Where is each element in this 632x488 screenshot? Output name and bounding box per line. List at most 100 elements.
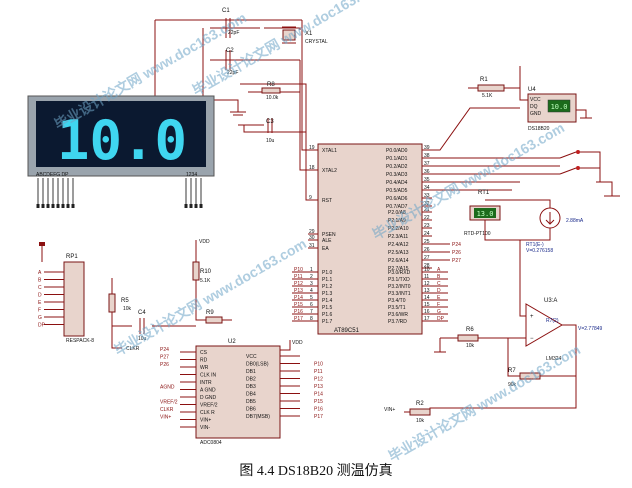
rp1-net-label: C: [38, 285, 42, 291]
display-segment-pins: ABCDEFG DP: [36, 172, 69, 178]
mcu-pin-num: 35: [424, 177, 430, 183]
mcu-net-label: P10: [294, 267, 303, 273]
c1-ref: C1: [222, 8, 230, 14]
mcu-pin-label: P3.5/T1: [388, 305, 406, 311]
u4-part: DS18B20: [528, 126, 550, 132]
display-digit-pin-end: [189, 204, 193, 208]
mcu-pin-num: 16: [424, 309, 430, 315]
adc-net-label: P27: [160, 355, 169, 361]
display-seg-pin-end: [46, 204, 50, 208]
mcu-pin-label: P2.6/A14: [388, 258, 409, 264]
mcu-pin-label: P3.4/T0: [388, 298, 406, 304]
mcu-pin-label: P2.0/A8: [388, 210, 406, 216]
adc-pin-label: VCC: [246, 354, 257, 360]
adc-net-label: P17: [314, 414, 323, 420]
rp1-net-label: B: [38, 278, 42, 284]
r6-value: 10k: [466, 343, 475, 349]
r8-ref: R8: [267, 82, 275, 88]
u4-reading: 10.0: [551, 103, 568, 111]
mcu-net-label: D: [437, 288, 441, 294]
mcu-net-label: DP: [437, 316, 445, 322]
ammeter-reading: 2.88mA: [566, 218, 584, 224]
mcu-pin-num: 22: [424, 215, 430, 221]
mcu-pin-label: P0.5/AD5: [386, 188, 408, 194]
x1-value: CRYSTAL: [305, 39, 328, 45]
r6-ref: R6: [466, 327, 474, 333]
mcu-pin-label: P2.4/A12: [388, 242, 409, 248]
r7-ref: R7: [508, 368, 516, 374]
mcu-pin-num: 10: [424, 267, 430, 273]
display-seg-pin-end: [71, 204, 75, 208]
mcu-net-label: F: [437, 302, 440, 308]
mcu-pin-num: 15: [424, 302, 430, 308]
display-seg-pin-end: [36, 204, 40, 208]
mcu-pin-num: 18: [309, 165, 315, 171]
rp1-net-label: F: [38, 308, 41, 314]
r10-value: 5.1K: [200, 278, 211, 284]
mcu-pin-num: 31: [309, 243, 315, 249]
p0-lines: [422, 150, 620, 197]
c3-value: 10u: [266, 138, 275, 144]
rp1-net-label: DP: [38, 323, 46, 329]
adc-pin-label: CS: [200, 350, 208, 356]
adc-pin-label: DB2: [246, 377, 256, 383]
adc-ref: U2: [228, 339, 236, 345]
p2-net-label: P24: [452, 242, 461, 248]
mcu-pin-label: PSEN: [322, 232, 336, 238]
mcu-pin-label: P0.6/AD6: [386, 196, 408, 202]
u4-pin-vcc: VCC: [530, 97, 541, 103]
mcu-pin-num: 11: [424, 274, 429, 280]
mcu-pin-label: P1.1: [322, 277, 333, 283]
rt1-ref: RT1: [478, 190, 490, 196]
c4-value: 10u: [138, 336, 147, 342]
display-seg-pin-end: [66, 204, 70, 208]
adc-pin-label: WR: [200, 365, 209, 371]
r2-body: [409, 408, 431, 416]
mcu-pin-num: 23: [424, 223, 430, 229]
adc-pin-label: D GND: [200, 395, 217, 401]
r8-body: [261, 87, 281, 94]
mcu-pin-label: P0.7/AD7: [386, 204, 408, 210]
r10-body: [192, 261, 200, 281]
mcu-pin-num: 32: [424, 201, 430, 207]
display-digit-pins: 1234: [186, 172, 197, 178]
mcu-net-label: P13: [294, 288, 303, 294]
adc-pin-label: DB3: [246, 384, 256, 390]
display-digit-pin-end: [194, 204, 198, 208]
mcu-net-label: B: [437, 274, 441, 280]
p2-net-label: P26: [452, 250, 461, 256]
rp1-net-label: G: [38, 315, 42, 321]
mcu-pin-label: P1.2: [322, 284, 333, 290]
adc-pin-label: A GND: [200, 388, 216, 394]
p2-net-label: P27: [452, 258, 461, 264]
mcu-pin-label: P0.4/AD4: [386, 180, 408, 186]
adc-net-label: P12: [314, 377, 323, 383]
mcu-pin-num: 2: [310, 274, 313, 280]
ds18b20-sensor: R1 5.1K 10.0 U4 VCC DQ GND DS18B20: [422, 66, 592, 151]
mcu-pin-label: P3.0/RXD: [388, 270, 411, 276]
mcu-pin-label: P3.1/TXD: [388, 277, 410, 283]
mcu-pin-label: P1.6: [322, 312, 333, 318]
pt100-amplifier: 13.0 RT1 RTD-PT100 2.88mA RT1(E-) V=0.27…: [404, 190, 603, 413]
mcu-pin-label: P2.5/A13: [388, 250, 409, 256]
display-seg-pin-end: [56, 204, 60, 208]
u4-ref: U4: [528, 87, 536, 93]
clock-rc: R5 10k C4 10u CLKR: [108, 278, 196, 352]
adc-pin-label: DB0(LSB): [246, 362, 269, 368]
display-seg-pin-end: [41, 204, 45, 208]
mcu-pin-num: 28: [424, 263, 430, 269]
mcu-pin-label: P2.3/A11: [388, 234, 408, 240]
mcu-pin-num: 38: [424, 153, 430, 159]
c2-value: 22pF: [227, 70, 238, 76]
r8-value: 10.0k: [266, 95, 279, 101]
c4-ref: C4: [138, 310, 146, 316]
r9-body: [205, 316, 223, 324]
svg-text:−: −: [530, 336, 534, 342]
mcu-pin-label: ALE: [322, 238, 332, 244]
mcu-at89c51: XTAL119XTAL218RST9PSEN29ALE30EA31P1.0P10…: [292, 143, 461, 335]
mcu-pin-label: P1.7: [322, 319, 333, 325]
display-pin-stubs: [36, 178, 203, 208]
adc-net-label: P13: [314, 384, 323, 390]
adc-pin-label: INTR: [200, 380, 212, 386]
